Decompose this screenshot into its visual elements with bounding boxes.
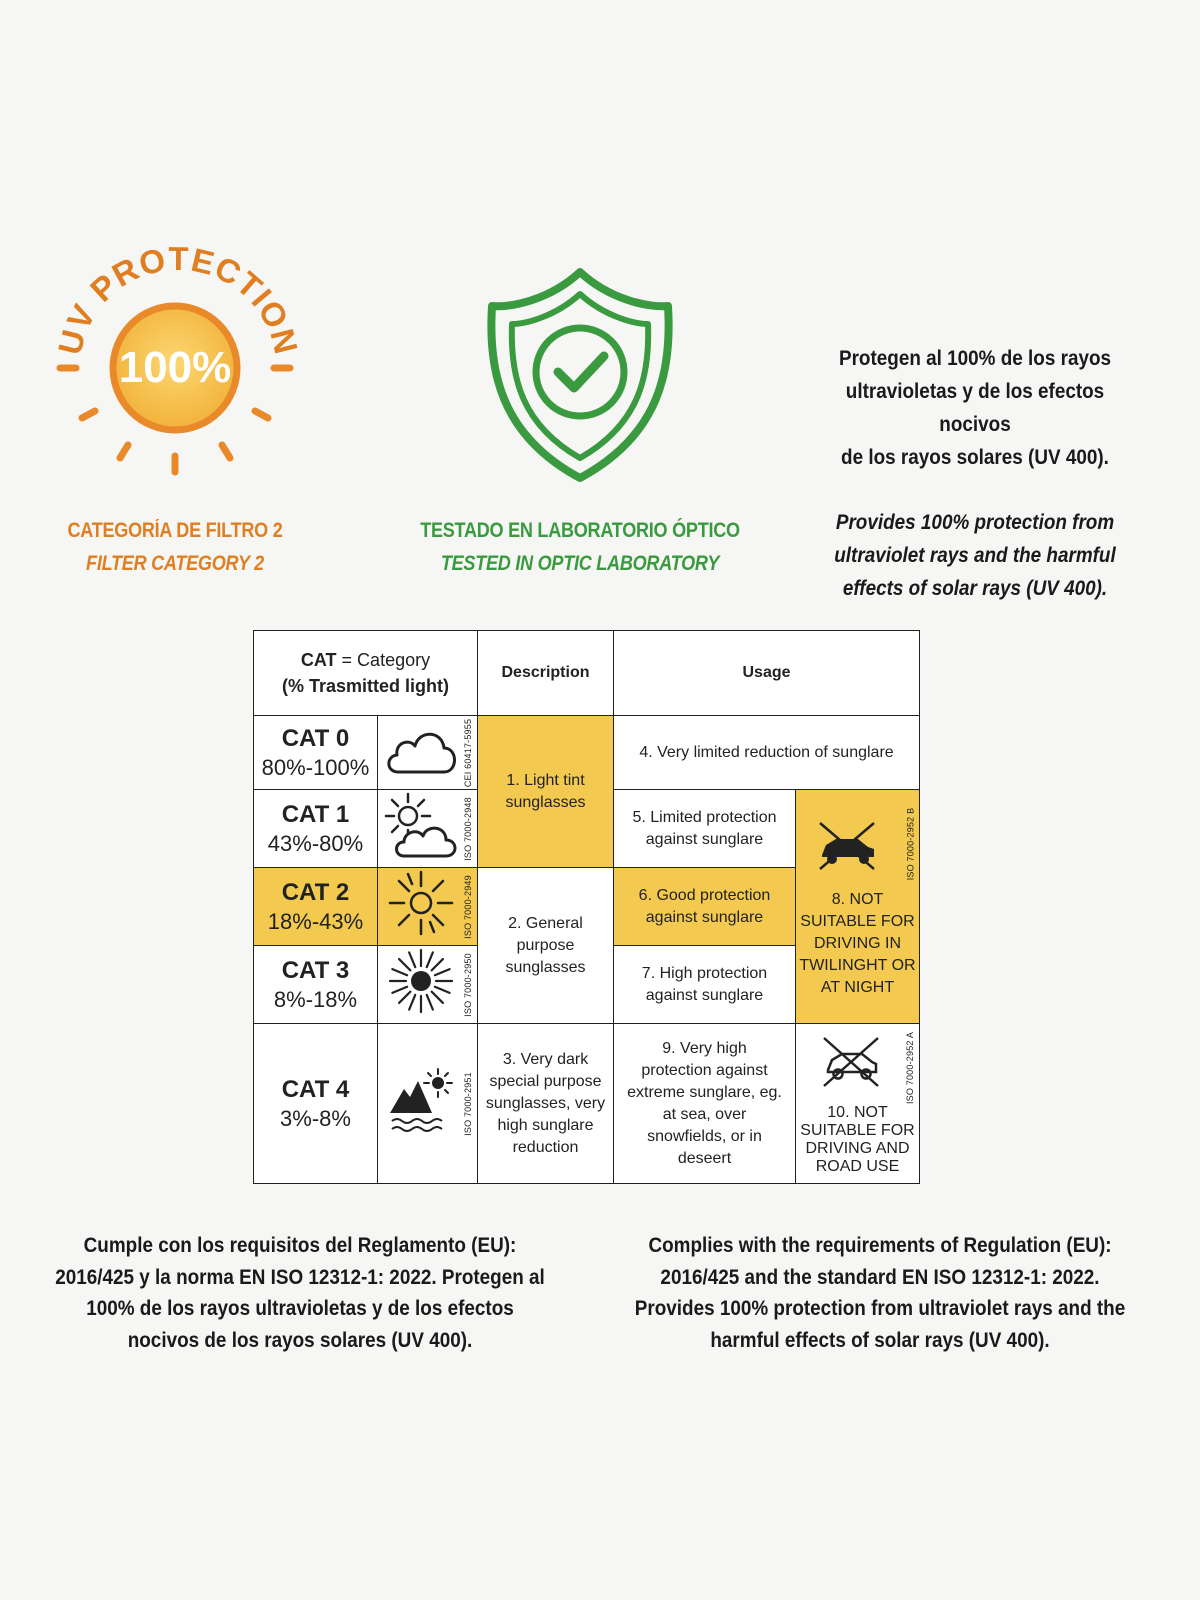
uv-protection-sun-icon: UV PROTECTION 100% [51,240,304,476]
intro-en-line: Provides 100% protection from [835,511,1115,534]
usage-8: 8. NOT SUITABLE FOR DRIVING IN TWILINGHT… [799,890,916,996]
uv-percent-text: 100% [119,343,232,392]
description-general: 2. General purpose sunglasses [477,867,614,1024]
iso-code: ISO 7000-2952 A [905,1031,915,1105]
lab-tested-caption: TESTADO EN LABORATORIO ÓPTICO TESTED IN … [408,514,752,580]
sun-ray [390,985,408,994]
usage-header: Usage [613,630,920,716]
intro-es-line: ultravioletas y de los efectos nocivos [845,380,1105,436]
lab-tested-en: TESTED IN OPTIC LABORATORY [440,552,720,575]
car-crossed-icon [823,1037,879,1087]
category-code: CAT 3 [281,956,350,984]
iso-code: ISO 7000-2949 [463,874,473,939]
sun-icon [388,870,453,936]
category-range: 43%-80% [267,830,364,856]
usage-7: 7. High protection against sunglare [613,945,796,1024]
iso-code: ISO 7000-2948 [463,796,473,861]
category-range: 80%-100% [261,754,370,780]
table-row: CAT 1 43%-80% ISO 7000-2948 5. Limited p… [253,789,920,1024]
category-code: CAT 4 [281,1075,350,1103]
category-code: CAT 1 [281,800,350,828]
table-row: CAT 3 8%-18% ISO 7000-2950 7. High prote… [253,945,920,1024]
sun-ray [425,993,434,1011]
cloud-icon [386,732,456,774]
table-row: CAT 0 80%-100% CEI 60417-5955 1. Light t… [253,715,920,868]
usage-8-cell: 8. NOT SUITABLE FOR DRIVING IN TWILINGHT… [795,789,920,1024]
category-cell: CAT 1 43%-80% [253,789,378,868]
description-very-dark: 3. Very dark special purpose sunglasses,… [477,1023,614,1184]
iso-code: ISO 7000-2951 [463,1071,473,1136]
intro-es-line: Protegen al 100% de los rayos [838,347,1112,370]
footer-es: Cumple con los requisitos del Reglamento… [55,1234,545,1352]
category-code: CAT 2 [281,878,350,906]
intro-en-line: effects of solar rays (UV 400). [842,577,1108,600]
filter-category-caption: CATEGORÍA DE FILTRO 2 FILTER CATEGORY 2 [42,514,309,580]
table-row: CAT 4 3%-8% ISO 7000-2951 3. Very [253,1023,920,1184]
category-cell: CAT 4 3%-8% [253,1023,378,1184]
sun-ray [433,968,451,977]
table-header-row: CAT = Category (% Trasmitted light) Desc… [253,630,920,716]
sun-ray [390,968,408,977]
sun-ray [407,993,416,1011]
sun-ray [425,951,434,969]
car-night-crossed-icon [819,821,875,870]
cat-header-label: CAT [300,650,337,670]
usage-10-cell: 10. NOT SUITABLE FOR DRIVING AND ROAD US… [795,1023,920,1184]
sun-ray [430,990,444,1005]
category-icon-cell: ISO 7000-2948 [377,789,478,868]
usage-10: 10. NOT SUITABLE FOR DRIVING AND ROAD US… [800,1104,915,1175]
transmitted-light-header: (% Trasmitted light) [281,676,449,696]
description-header: Description [477,630,614,716]
category-header: CAT = Category (% Trasmitted light) [253,630,478,716]
category-cell: CAT 2 18%-43% [253,867,378,946]
category-icon-cell: ISO 7000-2949 [377,867,478,946]
iso-code: ISO 7000-2950 [463,952,473,1017]
category-icon-cell: ISO 7000-2951 [377,1023,478,1184]
category-cell: CAT 3 8%-18% [253,945,378,1024]
filter-category-es: CATEGORÍA DE FILTRO 2 [67,519,283,542]
category-range: 3%-8% [280,1105,351,1131]
category-icon-cell: ISO 7000-2950 [377,945,478,1024]
table-row-selected: CAT 2 18%-43% ISO 7000-2949 2. General p… [253,867,920,1024]
sun-ray [407,951,416,969]
description-light-tint: 1. Light tint sunglasses [477,715,614,868]
category-icon-cell: CEI 60417-5955 [377,715,478,790]
lab-tested-es: TESTADO EN LABORATORIO ÓPTICO [420,519,740,542]
sun-ray [433,985,451,994]
usage-6: 6. Good protection against sunglare [613,867,796,946]
usage-5: 5. Limited protection against sunglare [613,789,796,868]
shield-check-icon [487,268,673,482]
sun-ray [397,990,411,1005]
category-code: CAT 0 [281,724,350,752]
iso-code: CEI 60417-5955 [463,718,474,787]
category-cell: CAT 0 80%-100% [253,715,378,790]
filter-category-table: CAT = Category (% Trasmitted light) Desc… [253,630,920,1184]
sun-ray [397,957,411,972]
iso-code: ISO 7000-2952 B [905,807,915,881]
cat-header-rest: = Category [336,650,431,670]
category-range: 18%-43% [267,908,364,934]
footer-en: Complies with the requirements of Regula… [634,1234,1126,1352]
mountain-sea-sun-icon [389,1068,453,1132]
intro-en-line: ultraviolet rays and the harmful [834,544,1116,567]
sun-ray [430,957,444,972]
intro-es-line: de los rayos solares (UV 400). [841,446,1109,469]
intro-text: Protegen al 100% de los rayos ultraviole… [809,342,1142,605]
usage-9: 9. Very high protection against extreme … [613,1023,796,1184]
filter-category-en: FILTER CATEGORY 2 [86,552,264,575]
strong-sun-icon [388,948,453,1014]
sun-cloud-icon [384,792,456,858]
usage-4: 4. Very limited reduction of sunglare [613,715,920,790]
category-range: 8%-18% [273,986,358,1012]
